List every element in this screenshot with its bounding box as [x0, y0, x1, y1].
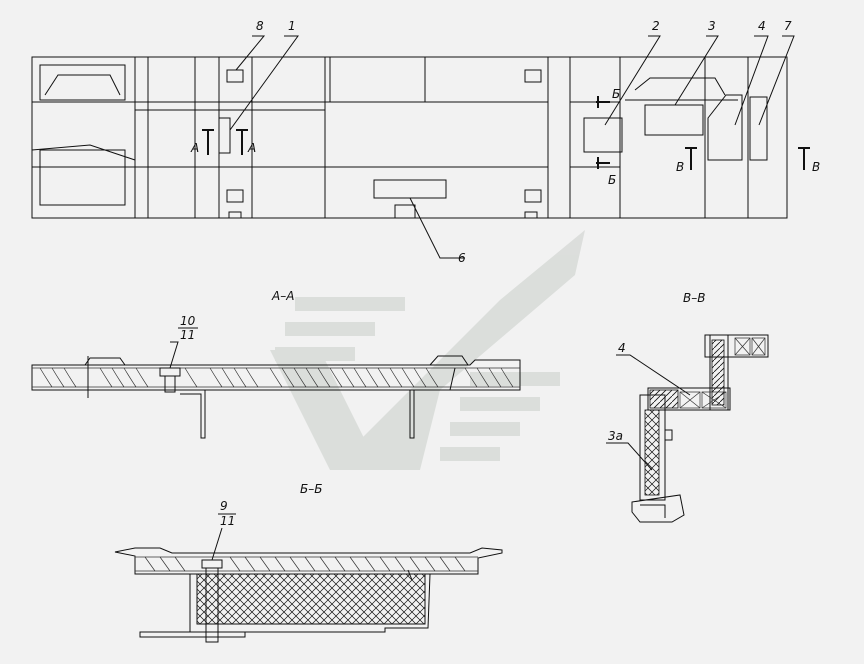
callout-7: 7 [784, 19, 792, 33]
cut-label-a-left: А [190, 141, 199, 155]
callout-4-vv: 4 [618, 341, 626, 355]
callout-3a: 3а [608, 429, 623, 443]
section-aa-drawing [31, 341, 521, 439]
section-bb-drawing [114, 547, 503, 643]
callout-9: 9 [220, 499, 228, 513]
section-title-aa: А–А [271, 289, 294, 303]
callout-11-aa: 11 [180, 328, 195, 342]
section-title-vv: В–В [683, 291, 705, 305]
callout-3: 3 [708, 19, 716, 33]
callout-4: 4 [758, 19, 766, 33]
callout-10: 10 [180, 314, 196, 328]
callout-2: 2 [652, 19, 660, 33]
watermark-logo [270, 230, 585, 470]
callout-11-bb: 11 [220, 514, 235, 528]
cut-label-a-right: А [247, 141, 256, 155]
cut-label-b-bottom: Б [608, 173, 616, 187]
section-title-bb: Б–Б [300, 482, 322, 496]
cut-label-v-right: В [812, 160, 820, 174]
plan-view [31, 56, 810, 219]
callout-1: 1 [288, 19, 296, 33]
callout-leaders [229, 35, 795, 259]
cut-label-v-left: В [676, 160, 684, 174]
cut-label-b-top: Б [612, 87, 620, 101]
section-vv-drawing [631, 334, 769, 523]
callout-8: 8 [256, 19, 264, 33]
callout-6: 6 [458, 251, 466, 265]
